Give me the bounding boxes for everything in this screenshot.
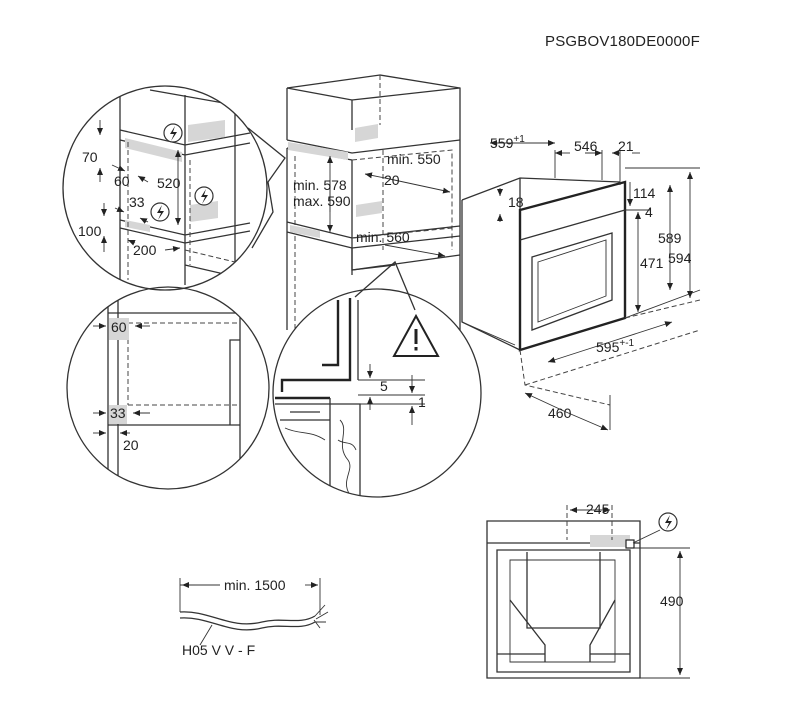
- detail-side-circle: [66, 286, 270, 490]
- label-cabinet-20: 20: [384, 172, 400, 188]
- label-gap-5: 5: [380, 378, 388, 394]
- label-4: 4: [645, 204, 653, 220]
- electric-hazard-icon: [194, 186, 214, 206]
- label-595: 595+-1: [596, 338, 635, 355]
- detail-vent-circle: [62, 85, 286, 291]
- label-594: 594: [668, 250, 692, 266]
- detail-gap-circle: [272, 260, 482, 498]
- cabinet-drawing: [286, 74, 461, 330]
- label-460: 460: [548, 405, 572, 421]
- label-side-60: 60: [111, 319, 127, 335]
- label-side-20: 20: [123, 437, 139, 453]
- label-vent-200: 200: [133, 242, 157, 258]
- label-546: 546: [574, 138, 598, 154]
- model-code: PSGBOV180DE0000F: [545, 33, 700, 50]
- oven-drawing: [461, 140, 701, 431]
- label-vent-100: 100: [78, 223, 102, 239]
- back-view-drawing: [486, 505, 690, 679]
- label-114: 114: [633, 185, 656, 201]
- warning-triangle-icon: [392, 313, 440, 357]
- label-max-590: max. 590: [293, 193, 351, 209]
- electric-hazard-icon: [150, 202, 170, 222]
- cable-drawing: [179, 578, 329, 646]
- label-side-33: 33: [110, 405, 126, 421]
- label-gap-1: 1: [418, 394, 426, 410]
- label-18: 18: [508, 194, 524, 210]
- label-min-578: min. 578: [293, 177, 347, 193]
- label-245: 245: [586, 501, 610, 517]
- label-490: 490: [660, 593, 684, 609]
- label-min-1500: min. 1500: [224, 577, 286, 593]
- label-cable-type: H05 V V - F: [182, 642, 255, 658]
- label-min-550: min. 550: [387, 151, 441, 167]
- electric-hazard-icon: [658, 512, 678, 532]
- label-vent-70: 70: [82, 149, 98, 165]
- label-vent-60: 60: [114, 173, 130, 189]
- label-vent-33: 33: [129, 194, 145, 210]
- label-min-560: min. 560: [356, 229, 410, 245]
- label-589: 589: [658, 230, 682, 246]
- label-559: 559+1: [490, 134, 525, 151]
- label-471: 471: [640, 255, 664, 271]
- label-vent-520: 520: [157, 175, 181, 191]
- electric-hazard-icon: [163, 123, 183, 143]
- label-21: 21: [618, 138, 634, 154]
